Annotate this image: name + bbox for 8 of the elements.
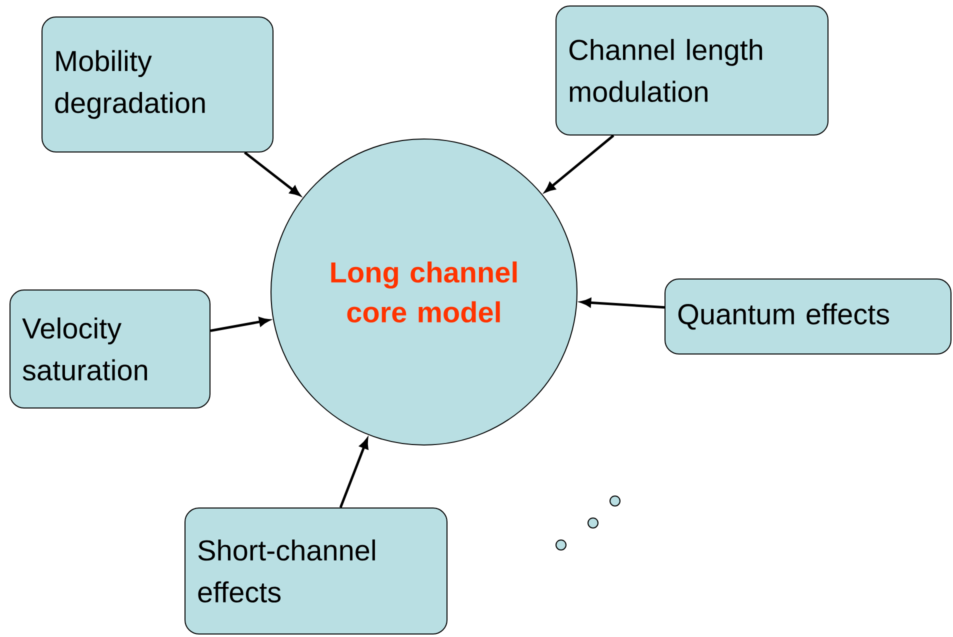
effect-box: Channel length modulation [556,6,828,136]
effect-box: Short-channel effects [184,507,448,634]
effect-box: Quantum effects [664,278,952,354]
arrow [544,134,614,192]
effect-box: Mobility degradation [42,16,274,152]
effect-box: Velocity saturation [10,289,210,408]
arrow [339,438,368,508]
arrow [244,152,300,196]
